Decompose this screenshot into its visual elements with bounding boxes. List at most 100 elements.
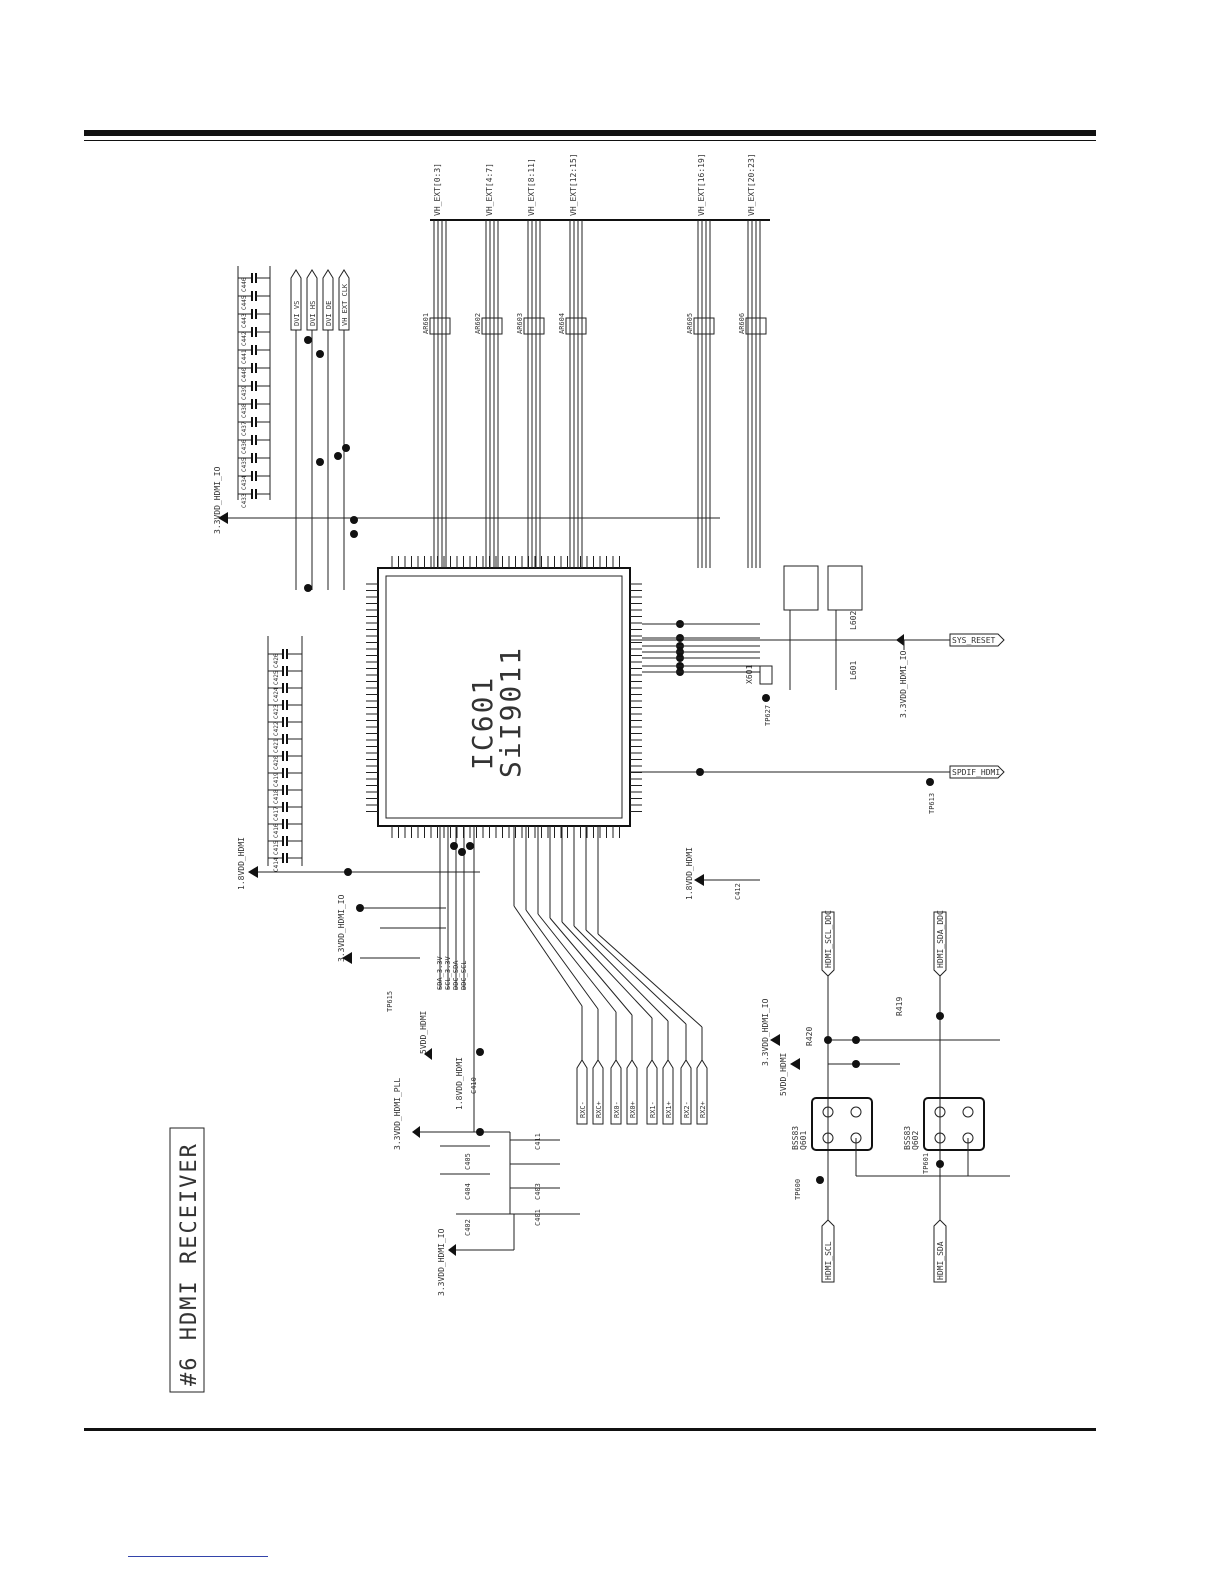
cap-label: C445 — [241, 295, 248, 310]
port-hdmi-scl: HDMI_SCL — [824, 1241, 833, 1280]
resistor-array-label: AR601 — [422, 313, 430, 334]
port-wire — [525, 909, 599, 1010]
port-label: RX1+ — [665, 1101, 673, 1118]
port-spdif-hdmi: SPDIF_HDMI — [952, 768, 1000, 777]
port-arrow — [626, 1059, 638, 1125]
port-label: DVI_DE — [325, 301, 333, 326]
port-label: DVI_HS — [309, 301, 317, 326]
port-arrow — [646, 1059, 658, 1125]
cap-label: C434 — [241, 475, 248, 490]
tp600: TP600 — [794, 1179, 802, 1200]
cap-label: C439 — [241, 385, 248, 400]
tp601: TP601 — [922, 1153, 930, 1174]
cap-label: C419 — [273, 772, 280, 787]
rail-3v3-io-ddcpull: 3.3VDD_HDMI_IO — [337, 894, 346, 962]
port-arrow — [322, 269, 334, 331]
ic-right-pin-dots — [642, 620, 760, 676]
bus-label: VH_EXT[0:3] — [433, 163, 442, 216]
rail-1v8-right: 1.8VDD_HDMI — [685, 847, 694, 900]
cap-label: C423 — [273, 704, 280, 719]
resistor-array — [481, 317, 503, 335]
crystal-reset-section: X601 L601 L602 3.3VDD_HDMI_IO TP627 TP61… — [696, 565, 936, 814]
resistor-array-label: AR606 — [738, 313, 746, 334]
cap-label: C441 — [241, 349, 248, 364]
rail-3v3-io-ddc: 3.3VDD_HDMI_IO — [761, 998, 770, 1066]
tp627: TP615 — [386, 991, 394, 1012]
resistor-array-label: AR604 — [558, 313, 566, 334]
transistor-q602: Q602 — [911, 1131, 920, 1150]
resistor-r420: R420 — [805, 1027, 814, 1046]
port-arrow — [290, 269, 302, 331]
ddc-level-shifter: HDMI_SCL_DDC HDMI_SDA_DDC HDMI_SCL HDMI_… — [761, 910, 1010, 1283]
cap-label: C437 — [241, 421, 248, 436]
cap-label: C436 — [241, 439, 248, 454]
port-label: DVI_VS — [293, 301, 301, 326]
port-wire — [561, 921, 653, 1019]
crystal-x601: X601 — [745, 665, 754, 684]
bus-label: VH_EXT[20:23] — [747, 153, 756, 216]
cap-c404: C404 — [464, 1183, 472, 1200]
port-label: RX0- — [613, 1101, 621, 1118]
rail-5v-ddc: 5VDD_HDMI — [779, 1052, 788, 1096]
cap-label: C422 — [273, 721, 280, 736]
port-wire — [573, 925, 669, 1022]
sheet-title: #6 HDMI RECEIVER — [177, 1142, 202, 1386]
port-label: RX2- — [683, 1101, 691, 1118]
cap-label: C414 — [273, 857, 280, 872]
cap-label: C421 — [273, 738, 280, 753]
port-label: RX0+ — [629, 1101, 637, 1118]
resistor-array-label: AR605 — [686, 313, 694, 334]
rail-3v3-io-bottom: 3.3VDD_HDMI_IO — [437, 1228, 446, 1296]
bus-label: VH_EXT[4:7] — [485, 163, 494, 216]
cap-label: C433 — [241, 493, 248, 508]
tp613: TP613 — [928, 793, 936, 814]
cap-label: C425 — [273, 670, 280, 685]
port-hdmi-sda: HDMI_SDA — [936, 1241, 945, 1280]
resistor-array-label: AR603 — [516, 313, 524, 334]
cap-label: C446 — [241, 277, 248, 292]
capacitor-bank-left: C414C415C416C417C418C419C420C421C422C423… — [267, 636, 303, 872]
rail-1v8-hdmi-bottom: 1.8VDD_HDMI — [455, 1057, 464, 1110]
rail-3v3-io-right: 3.3VDD_HDMI_IO — [899, 650, 908, 718]
resistor-array — [523, 317, 545, 335]
port-wire — [513, 905, 583, 1007]
rail-1v8-left: 1.8VDD_HDMI — [237, 837, 246, 890]
port-wire — [585, 929, 687, 1025]
port-label: VH_EXT_CLK — [341, 283, 349, 326]
cap-label: C438 — [241, 403, 248, 418]
ic-pin-stubs — [366, 556, 642, 838]
port-arrow — [338, 269, 350, 331]
cap-label: C418 — [273, 789, 280, 804]
port-arrow — [576, 1059, 588, 1125]
ic-ref: IC601 — [466, 676, 499, 770]
bus-group-labels: VH_EXT[0:3] VH_EXT[4:7] VH_EXT[8:11] VH_EXT… — [433, 153, 761, 568]
port-arrow — [696, 1059, 708, 1125]
port-arrow — [610, 1059, 622, 1125]
port-label: RX1- — [649, 1101, 657, 1118]
rail-5v-hdmi: 5VDD_HDMI — [419, 1010, 428, 1054]
cap-c412: C412 — [734, 883, 742, 900]
bus-label: VH_EXT[8:11] — [527, 158, 536, 216]
rail-3v3-io-top: 3.3VDD_HDMI_IO — [213, 466, 222, 534]
cap-label: C442 — [241, 331, 248, 346]
port-label: RX2+ — [699, 1101, 707, 1118]
bus-label: VH_EXT[12:15] — [569, 153, 578, 216]
ddc-pullup-section: 3.3VDD_HDMI_IO 5VDD_HDMI 1.8VDD_HDMI TP6… — [337, 826, 475, 1132]
inductor-l602: L602 — [849, 611, 858, 630]
cap-label: C420 — [273, 755, 280, 770]
footer-rule — [84, 1428, 1096, 1431]
cap-label: C426 — [273, 653, 280, 668]
cap-c411: C411 — [534, 1133, 542, 1150]
cap-label: C424 — [273, 687, 280, 702]
cap-label: C417 — [273, 806, 280, 821]
cap-label: C440 — [241, 367, 248, 382]
pll-decoupling-section: 3.3VDD_HDMI_PLL 3.3VDD_HDMI_IO C401 C402… — [393, 883, 742, 1296]
inductor-l601: L601 — [849, 661, 858, 680]
footer-link-underline — [128, 1556, 268, 1557]
bus-label: VH_EXT[16:19] — [697, 153, 706, 216]
port-group-top: DVI_VS DVI_HS DVI_DE VH_EXT_CLK — [290, 269, 350, 590]
sheet-title-block: #6 HDMI RECEIVER — [169, 1127, 205, 1393]
cap-label: C415 — [273, 840, 280, 855]
rail-3v3-pll: 3.3VDD_HDMI_PLL — [393, 1078, 402, 1150]
